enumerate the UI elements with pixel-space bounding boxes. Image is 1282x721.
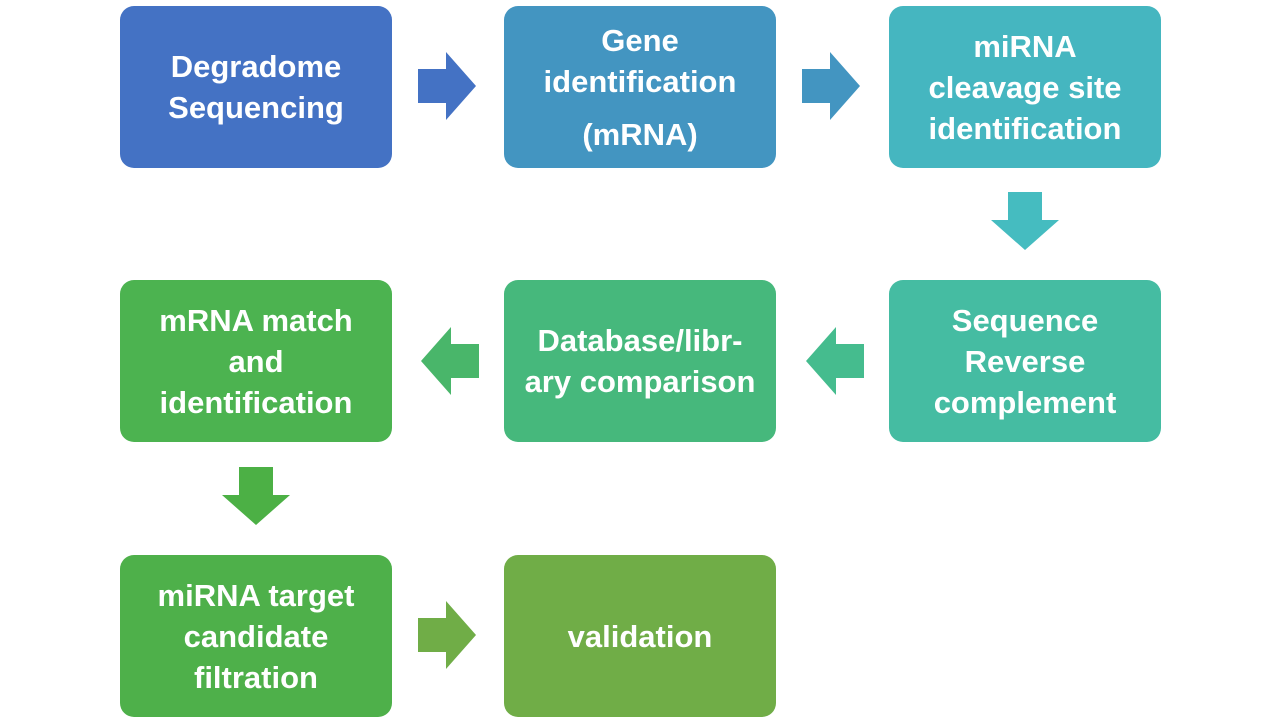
step-label-line: complement — [933, 384, 1117, 420]
step-label-line: Sequencing — [168, 90, 344, 125]
arrow-down-icon — [991, 192, 1059, 250]
step-label-line: ary comparison — [524, 364, 756, 399]
step-label-line: identification — [159, 384, 353, 420]
step-validation: validation — [504, 555, 776, 717]
step-label-line: miRNA — [973, 28, 1077, 64]
step-label-line: identification — [543, 63, 737, 99]
step-mrna-match-identification: mRNA match and identification — [120, 280, 392, 442]
step-label-line: Database/libr- — [537, 323, 743, 358]
step-label-line: and — [228, 343, 284, 379]
step-label-line: candidate — [183, 618, 329, 654]
arrow-left-icon — [421, 327, 479, 395]
step-label-line: Reverse — [964, 343, 1086, 379]
step-target-candidate-filtration: miRNA target candidate filtration — [120, 555, 392, 717]
step-gene-identification: Gene identification (mRNA) — [504, 6, 776, 168]
step-cleavage-site-identification: miRNA cleavage site identification — [889, 6, 1161, 168]
step-degradome-sequencing: Degradome Sequencing — [120, 6, 392, 168]
arrow-down-icon — [222, 467, 290, 525]
step-label-line: Degradome — [170, 49, 342, 84]
step-database-library-comparison: Database/libr- ary comparison — [504, 280, 776, 442]
arrow-left-icon — [806, 327, 864, 395]
step-label-line: miRNA target — [157, 577, 355, 613]
step-label-line: Gene — [601, 22, 679, 58]
arrow-right-icon — [802, 52, 860, 120]
step-label-line: mRNA match — [159, 302, 353, 338]
step-label-line: validation — [567, 618, 713, 654]
step-label-line: (mRNA) — [582, 116, 698, 152]
step-sequence-reverse-complement: Sequence Reverse complement — [889, 280, 1161, 442]
step-label-line: cleavage site — [928, 69, 1122, 105]
step-label-line: filtration — [194, 659, 318, 695]
arrow-right-icon — [418, 601, 476, 669]
step-label-line: identification — [928, 110, 1122, 146]
step-label-line: Sequence — [951, 302, 1099, 338]
arrow-right-icon — [418, 52, 476, 120]
